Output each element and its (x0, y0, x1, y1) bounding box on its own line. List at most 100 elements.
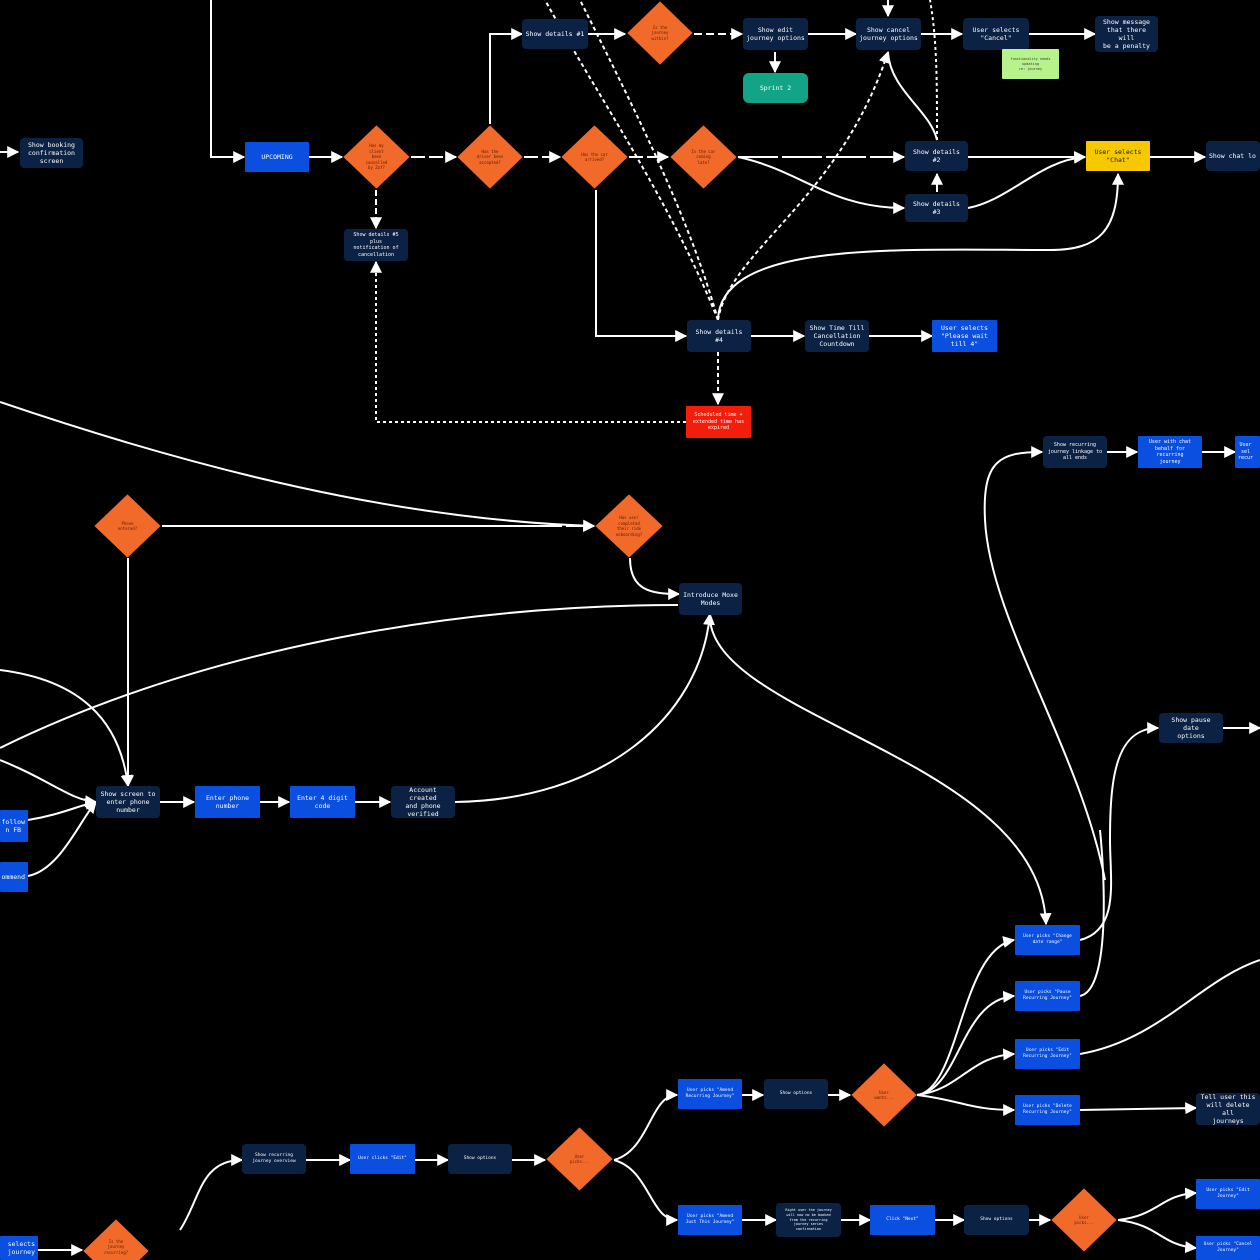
node-show-pause-date-options[interactable]: Show pause date options (1159, 713, 1223, 743)
node-user-picks-edit-journey[interactable]: User picks "Edit Journey" (1196, 1179, 1260, 1209)
decision-has-cancelled[interactable]: Has my client been cancelled by Zaf? (342, 124, 411, 190)
edge (629, 557, 681, 600)
node-show-details-4[interactable]: Show details #4 (687, 320, 751, 352)
diamond-shape (83, 1219, 149, 1260)
decision-in-journey-window[interactable]: Is the journey within? (626, 0, 694, 66)
edge (613, 1159, 679, 1226)
edge (717, 50, 891, 321)
node-user-picks-amend-recurring[interactable]: User picks "Amend Recurring Journey" (678, 1079, 742, 1109)
node-scheduled-time-expired[interactable]: Scheduled time + extended time has expir… (686, 406, 751, 438)
decision-label: Is the journey recurring? (103, 1238, 129, 1255)
node-user-picks-edit[interactable]: User picks "Edit Recurring Journey" (1015, 1039, 1080, 1069)
node-sprint-2[interactable]: Sprint 2 (743, 73, 808, 103)
diamond-shape (94, 494, 161, 558)
node-user-clicks-edit[interactable]: User clicks "Edit" (350, 1144, 415, 1174)
edge (0, 759, 98, 808)
note-functionality: functionality needs updating re: journey (1002, 49, 1059, 79)
node-show-options-2[interactable]: Show options (448, 1144, 512, 1174)
node-show-booking-confirmation[interactable]: Show booking confirmation screen (20, 138, 83, 168)
node-show-details-2[interactable]: Show details #2 (905, 141, 968, 171)
node-comment[interactable]: ommend (0, 862, 28, 892)
edge (210, 0, 246, 163)
diamond-shape (343, 125, 410, 189)
node-show-edit-journey-options[interactable]: Show edit journey options (743, 18, 808, 50)
decision-user-completed[interactable]: Has user completed their ride onboarding… (594, 493, 664, 559)
decision-label: User picks... (1074, 1214, 1094, 1226)
node-show-recurring-journey[interactable]: Show recurring journey linkage to all en… (1043, 436, 1107, 468)
diamond-shape (546, 1127, 613, 1191)
node-follow-fb[interactable]: follow n FB (0, 810, 28, 842)
node-show-options-1[interactable]: Show options (764, 1079, 828, 1109)
decision-is-recurring[interactable]: Is the journey recurring? (82, 1218, 150, 1260)
decision-label: Is the journey within? (651, 24, 669, 41)
node-enter-4-digit-code[interactable]: Enter 4 digit code (290, 786, 355, 818)
node-show-details-3[interactable]: Show details #3 (905, 194, 968, 222)
edge (717, 172, 1124, 321)
edge (370, 260, 686, 423)
node-enter-phone-number[interactable]: Enter phone number (195, 786, 260, 818)
edge (929, 0, 938, 141)
node-user-with-chat[interactable]: User with chat behalf for recurring jour… (1138, 436, 1202, 468)
node-user-selects-cancel[interactable]: User selects "Cancel" (963, 18, 1029, 50)
node-show-chat[interactable]: Show chat lo (1206, 141, 1260, 171)
decision-user-action-3[interactable]: User picks... (1050, 1187, 1118, 1253)
edge (489, 28, 524, 124)
edge (0, 401, 596, 532)
edge (0, 669, 133, 788)
node-user-selects-journey[interactable]: selects journey (0, 1236, 38, 1260)
diamond-shape (1051, 1188, 1117, 1252)
decision-has-arrived[interactable]: Has the car arrived? (560, 124, 629, 190)
diamond-shape (595, 494, 663, 558)
node-user-picks-cancel-journey[interactable]: User picks "Cancel Journey" (1196, 1236, 1260, 1260)
node-show-options-3[interactable]: Show options (964, 1205, 1029, 1235)
node-user-selects-chat[interactable]: User selects "Chat" (1086, 141, 1150, 171)
node-click-next[interactable]: Click "Next" (870, 1205, 935, 1235)
node-user-picks-pause[interactable]: User picks "Pause Recurring Journey" (1015, 981, 1080, 1011)
node-user-picks-change-date[interactable]: User picks "Change date range" (1015, 925, 1080, 955)
edge (916, 1094, 1016, 1116)
edge (983, 446, 1106, 881)
decision-user-action-1[interactable]: User wants... (850, 1062, 918, 1128)
node-upcoming[interactable]: UPCOMING (245, 142, 309, 172)
diamond-shape (670, 125, 737, 189)
diamond-shape (627, 1, 693, 65)
diamond-shape (851, 1063, 917, 1127)
decision-label: Has user completed their ride onboarding… (615, 515, 643, 537)
node-tell-user-delete[interactable]: Tell user this will delete all journeys (1196, 1093, 1260, 1125)
edge (613, 1089, 679, 1161)
decision-label: Has my client been cancelled by Zaf? (365, 143, 388, 171)
decision-label: Has the car arrived? (581, 151, 608, 163)
decision-user-action-2[interactable]: User picks... (545, 1126, 614, 1192)
decision-phone-entered[interactable]: Phone entered? (93, 493, 162, 559)
node-one-time-note[interactable]: Right user the journey will now no be bo… (776, 1203, 841, 1237)
node-show-cancel-journey-options[interactable]: Show cancel journey options (856, 18, 921, 50)
edge (887, 51, 938, 141)
node-user-edge[interactable]: User sel recur (1235, 436, 1260, 468)
node-account-created[interactable]: Account created and phone verified (391, 786, 455, 818)
node-user-selects-please-wait[interactable]: User selects "Please wait till 4" (932, 320, 997, 352)
edge (967, 151, 1087, 209)
edge (1079, 722, 1160, 941)
node-show-time-till-cancellation[interactable]: Show Time Till Cancellation Countdown (805, 320, 869, 352)
edge (595, 190, 688, 342)
edge (709, 619, 1052, 926)
node-show-screen-phone[interactable]: Show screen to enter phone number (96, 786, 160, 818)
edge (454, 612, 715, 803)
edge (179, 1154, 244, 1231)
decision-label: Is the car coming late? (691, 148, 716, 165)
node-show-details-5-cancellation[interactable]: Show details #5 plus notification of can… (344, 229, 408, 261)
decision-label: User picks... (569, 1153, 590, 1165)
node-show-message-penalty[interactable]: Show message that there will be a penalt… (1095, 16, 1158, 52)
edge (916, 1048, 1016, 1096)
edge (1079, 829, 1105, 997)
edge (579, 0, 719, 321)
node-user-picks-delete[interactable]: User picks "Delete Recurring Journey" (1015, 1095, 1080, 1125)
edge (916, 936, 1016, 1096)
node-introduce-moxe-modes[interactable]: Introduce Moxe Modes (679, 583, 742, 615)
node-user-picks-amend-one-time[interactable]: User picks "Amend Just This Journey" (678, 1205, 742, 1235)
node-show-recurring-overview[interactable]: Show recurring journey overview (242, 1144, 306, 1174)
decision-driver-accepted[interactable]: Has the driver been accepted? (456, 124, 524, 190)
node-show-details-1[interactable]: Show details #1 (522, 19, 588, 49)
decision-is-car-coming[interactable]: Is the car coming late? (669, 124, 738, 190)
